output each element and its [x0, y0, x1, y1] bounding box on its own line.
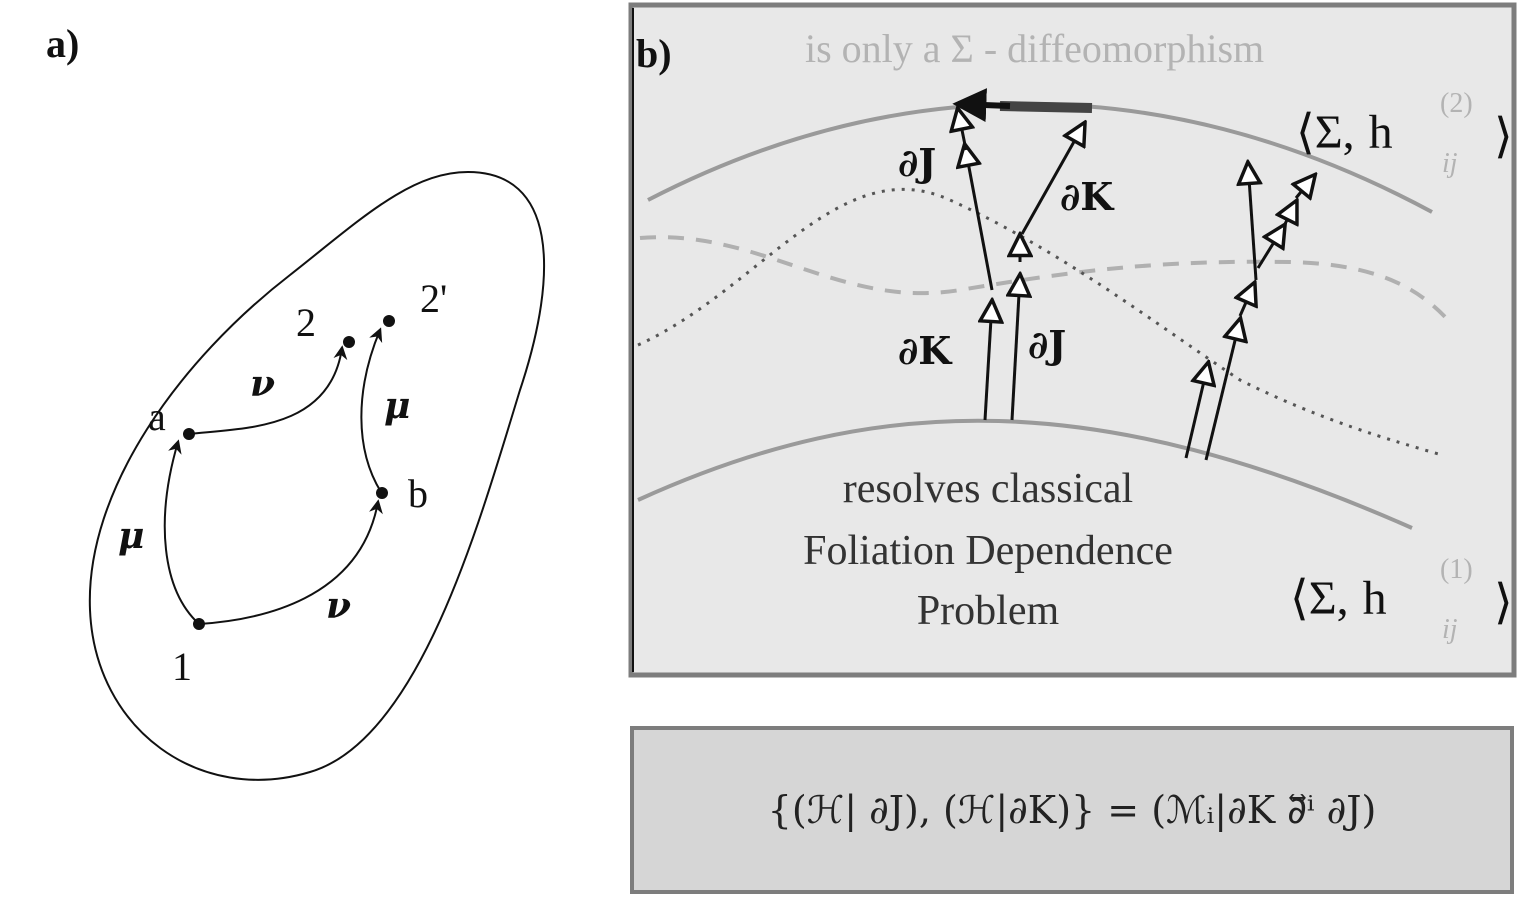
label-dK-top: ∂K: [1060, 174, 1115, 219]
diffeo-shift-arrow: [952, 88, 1011, 123]
svg-text:ij: ij: [1442, 148, 1458, 179]
slice-bottom-label: ⟨Σ,h (1) ij ⟩: [1290, 554, 1513, 645]
edge-mu-left: [163, 439, 200, 625]
point-a-label: a: [148, 394, 166, 439]
manifold-outline: [88, 170, 546, 781]
point-a: [183, 428, 195, 440]
panel-a-label: a): [46, 21, 80, 66]
edge-nu-bottom-label: ν: [326, 585, 351, 627]
point-1-label: 1: [172, 644, 192, 689]
label-dJ-top: ∂J: [898, 140, 936, 185]
panel-b-frame: [628, 2, 1517, 678]
label-dJ-mid: ∂J: [1028, 322, 1066, 367]
edge-nu-bottom: [198, 499, 383, 625]
dotted-slice: [637, 187, 1443, 457]
point-b-label: b: [408, 471, 428, 516]
top-caption: is only a Σ - diffeomorphism: [805, 26, 1264, 71]
slice-bottom-curve: [637, 418, 1413, 530]
point-1: [193, 618, 205, 630]
point-2: [343, 336, 355, 348]
edge-mu-right-label: μ: [384, 385, 410, 427]
edge-nu-top-label: ν: [250, 363, 275, 405]
label-dK-mid: ∂K: [898, 328, 953, 373]
edge-nu-top: [188, 345, 348, 435]
svg-text:⟩: ⟩: [1494, 576, 1513, 629]
svg-text:⟨Σ,h: ⟨Σ,h: [1296, 106, 1393, 159]
point-b: [376, 487, 388, 499]
svg-text:⟩: ⟩: [1494, 110, 1513, 163]
svg-text:ij: ij: [1442, 614, 1458, 645]
formula-box: {(ℋ| ∂J), (ℋ|∂K)} = (ℳᵢ|∂K ∂⃡ⁱ ∂J): [630, 726, 1514, 894]
bottom-caption-line-2: Foliation Dependence: [803, 528, 1173, 574]
bottom-caption-line-3: Problem: [917, 588, 1060, 634]
slice-top-label: ⟨Σ,h (2) ij ⟩: [1296, 88, 1513, 179]
panel-a: 1 a b 2 2' μ ν ν μ: [88, 170, 546, 781]
point-2prime: [383, 315, 395, 327]
edge-mu-left-label: μ: [118, 515, 144, 557]
dashed-slice: [639, 235, 1450, 322]
svg-text:⟨Σ,h: ⟨Σ,h: [1290, 572, 1387, 625]
left-arrow-chain: [958, 110, 1084, 421]
diffeo-shift-bar: [999, 101, 1093, 113]
edge-mu-right: [360, 327, 383, 493]
svg-text:(2): (2): [1440, 88, 1473, 119]
bottom-caption-line-1: resolves classical: [843, 466, 1133, 512]
panel-b-label: b): [636, 31, 672, 76]
panel-b: ∂J ∂K ∂K ∂J is only a Σ - diffeomorphism…: [628, 2, 1517, 678]
point-2prime-label: 2': [420, 276, 447, 321]
point-2-label: 2: [296, 300, 316, 345]
svg-text:(1): (1): [1440, 554, 1473, 585]
right-arrow-chain: [1184, 164, 1314, 461]
poisson-bracket-formula: {(ℋ| ∂J), (ℋ|∂K)} = (ℳᵢ|∂K ∂⃡ⁱ ∂J): [767, 788, 1377, 832]
